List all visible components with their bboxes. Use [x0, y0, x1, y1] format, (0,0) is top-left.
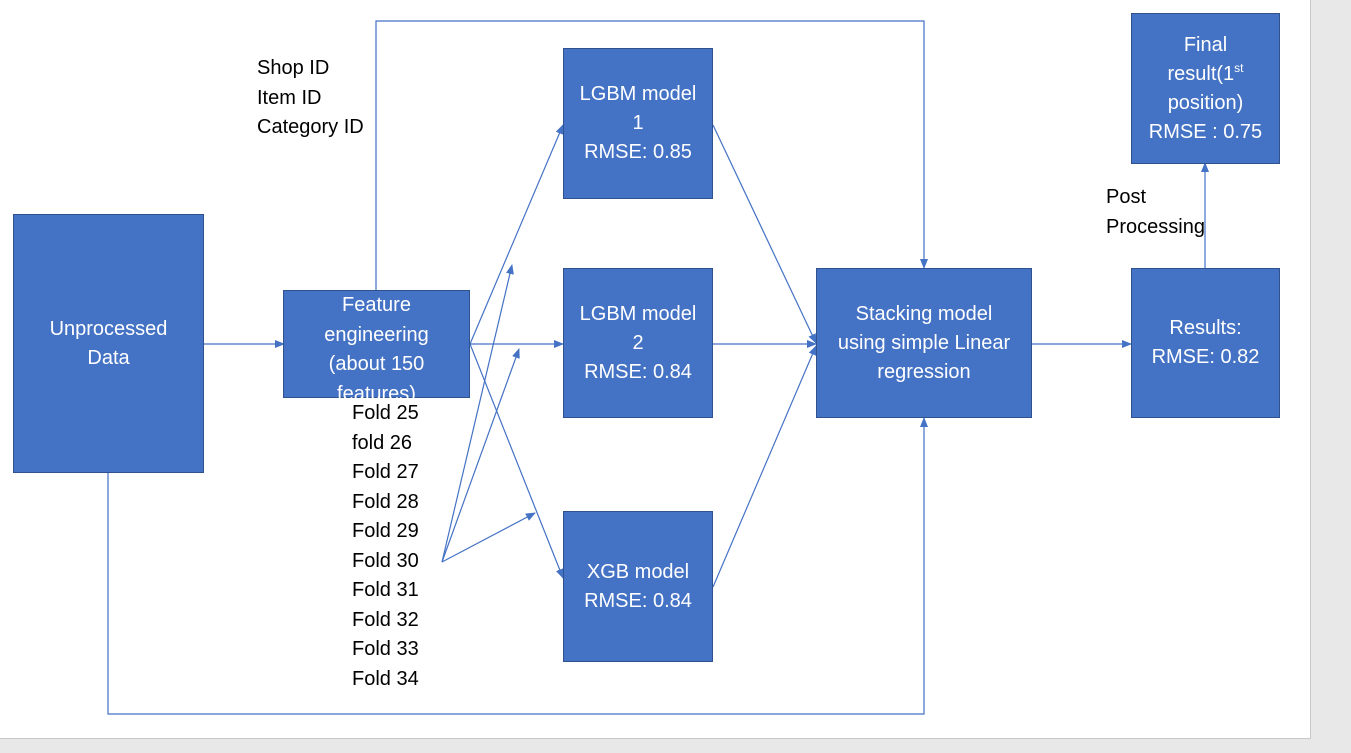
node-final-line-1: Final — [1183, 33, 1228, 56]
node-stacking-line-3: regression — [877, 360, 971, 383]
label-fold-list: Fold 25 fold 26 Fold 27 Fold 28 Fold 29 … — [352, 399, 419, 694]
node-final-result: Final result(1st position) RMSE : 0.75 — [1131, 13, 1280, 164]
node-feature-line-1: Feature — [342, 294, 411, 316]
node-final-line-4: RMSE : 0.75 — [1148, 120, 1263, 143]
node-lgbm2-line-2: 2 — [632, 331, 644, 354]
node-lgbm1-line-1: LGBM model — [579, 83, 697, 105]
node-lgbm-model-1: LGBM model 1 RMSE: 0.85 — [563, 48, 713, 199]
node-stacking-model: Stacking model using simple Linear regre… — [816, 268, 1032, 418]
label-fold-32: Fold 32 — [352, 608, 419, 631]
node-results-line-2: RMSE: 0.82 — [1151, 346, 1260, 368]
arrow-folds-to-lgbm1 — [441, 264, 514, 563]
node-unprocessed-line-1: Unprocessed — [49, 317, 168, 340]
node-xgb-model: XGB model RMSE: 0.84 — [563, 511, 713, 662]
arrow-feature-to-lgbm1 — [469, 124, 564, 345]
node-lgbm2-line-1: LGBM model — [579, 302, 697, 325]
node-results-line-1: Results: — [1169, 317, 1242, 339]
label-post-processing: Post Processing — [1106, 183, 1205, 242]
label-fold-26: fold 26 — [352, 431, 413, 454]
arrow-unprocessed-to-stacking-bottom — [107, 417, 928, 715]
arrow-lgbm1-to-stacking — [712, 124, 817, 344]
node-final-line-2-text: result(1 — [1167, 62, 1235, 85]
label-fold-34: Fold 34 — [352, 667, 419, 690]
node-stacking-line-2: using simple Linear — [837, 331, 1011, 354]
arrow-feature-to-xgb — [469, 343, 564, 579]
node-lgbm2-line-3: RMSE: 0.84 — [584, 360, 692, 383]
arrow-folds-to-xgb — [441, 512, 536, 563]
label-processing: Processing — [1106, 215, 1205, 238]
label-post: Post — [1106, 186, 1147, 208]
node-xgb-line-2: RMSE: 0.84 — [584, 589, 692, 612]
label-item-id: Item ID — [257, 86, 322, 109]
node-feature-line-4: features) — [337, 382, 416, 405]
node-final-superscript: st — [1234, 60, 1244, 75]
node-lgbm1-line-3: RMSE: 0.85 — [584, 141, 692, 163]
node-final-line-3: position) — [1167, 91, 1244, 114]
node-stacking-line-1: Stacking model — [855, 302, 993, 325]
node-unprocessed-line-2: Data — [87, 346, 130, 369]
label-fold-33: Fold 33 — [352, 638, 419, 660]
node-feature-line-3: (about 150 — [328, 353, 425, 375]
label-fold-25: Fold 25 — [352, 402, 419, 424]
label-fold-27: Fold 27 — [352, 461, 419, 483]
arrow-xgb-to-stacking — [712, 345, 817, 588]
node-feature-engineering: Feature engineering (about 150 features) — [283, 290, 470, 405]
connector-layer — [107, 20, 1209, 715]
label-category-id: Category ID — [257, 116, 364, 138]
diagram-canvas: Unprocessed Data Feature engineering (ab… — [0, 0, 1311, 739]
node-xgb-line-1: XGB model — [586, 560, 690, 583]
node-feature-line-2: engineering — [324, 323, 429, 346]
node-lgbm-model-2: LGBM model 2 RMSE: 0.84 — [563, 268, 713, 418]
arrow-feature-to-stacking-top — [375, 20, 928, 290]
node-unprocessed-data: Unprocessed Data — [13, 214, 204, 473]
arrow-folds-to-lgbm2 — [441, 348, 520, 563]
label-fold-29: Fold 29 — [352, 520, 419, 542]
label-fold-31: Fold 31 — [352, 579, 419, 601]
node-lgbm1-line-2: 1 — [632, 112, 644, 134]
label-shop-id: Shop ID — [257, 57, 330, 79]
label-fold-28: Fold 28 — [352, 490, 419, 513]
node-final-line-2: result(1st — [1167, 60, 1243, 89]
label-id-list: Shop ID Item ID Category ID — [257, 54, 364, 143]
node-results: Results: RMSE: 0.82 — [1131, 268, 1280, 418]
label-fold-30: Fold 30 — [352, 549, 419, 572]
